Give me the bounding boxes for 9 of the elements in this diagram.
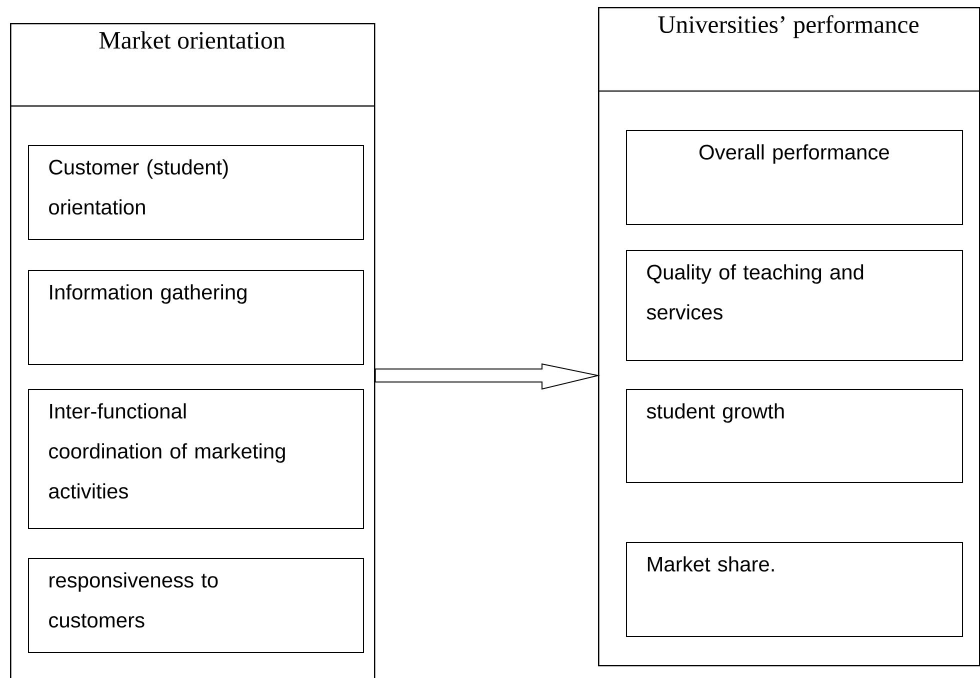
item-box: Customer (student) orientation [28,145,364,240]
item-box: Information gathering [28,270,364,365]
item-box: Market share. [626,542,963,637]
item-box: Quality of teaching and services [626,250,963,361]
arrow [374,363,600,390]
item-box: Inter-functional coordination of marketing activities [28,389,364,529]
item-box: student growth [626,389,963,483]
item-box: responsiveness to customers [28,558,364,653]
item-box: Overall performance [626,130,963,225]
